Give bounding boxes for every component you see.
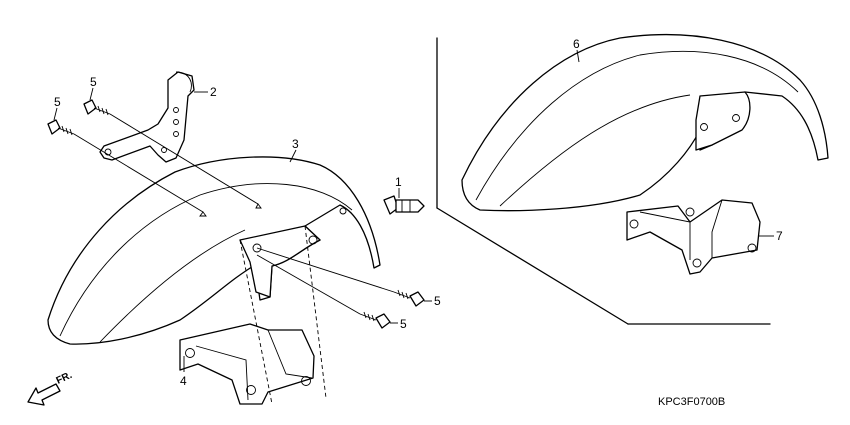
- callout-4: 4: [180, 374, 187, 388]
- fender-bracket: [99, 71, 195, 163]
- inset-frame: [436, 37, 771, 325]
- diagram-code: KPC3F0700B: [658, 396, 725, 408]
- front-direction-arrow: FR.: [27, 370, 74, 406]
- callout-7: 7: [776, 229, 783, 243]
- alignment-lines: [73, 113, 395, 405]
- bolt-lower-1: [393, 289, 425, 307]
- callout-3: 3: [292, 137, 299, 151]
- front-fender-alt: [461, 34, 829, 212]
- callout-2: 2: [210, 85, 217, 99]
- callout-1: 1: [395, 175, 402, 189]
- clip-fastener: [383, 195, 425, 215]
- callout-5-upper-1: 5: [90, 75, 97, 89]
- fender-stay-main: [179, 323, 315, 405]
- fender-stay-alt: [626, 199, 761, 275]
- callout-6: 6: [573, 37, 580, 51]
- front-fender-main: [47, 156, 381, 345]
- bolt-upper-2: [47, 119, 75, 136]
- bolt-lower-2: [359, 311, 391, 329]
- bolt-upper-1: [83, 99, 111, 116]
- callout-5-lower-1: 5: [434, 294, 441, 308]
- callout-5-lower-2: 5: [400, 317, 407, 331]
- direction-label: FR.: [55, 370, 74, 387]
- callout-leaders: [53, 49, 774, 372]
- callout-5-upper-2: 5: [54, 95, 61, 109]
